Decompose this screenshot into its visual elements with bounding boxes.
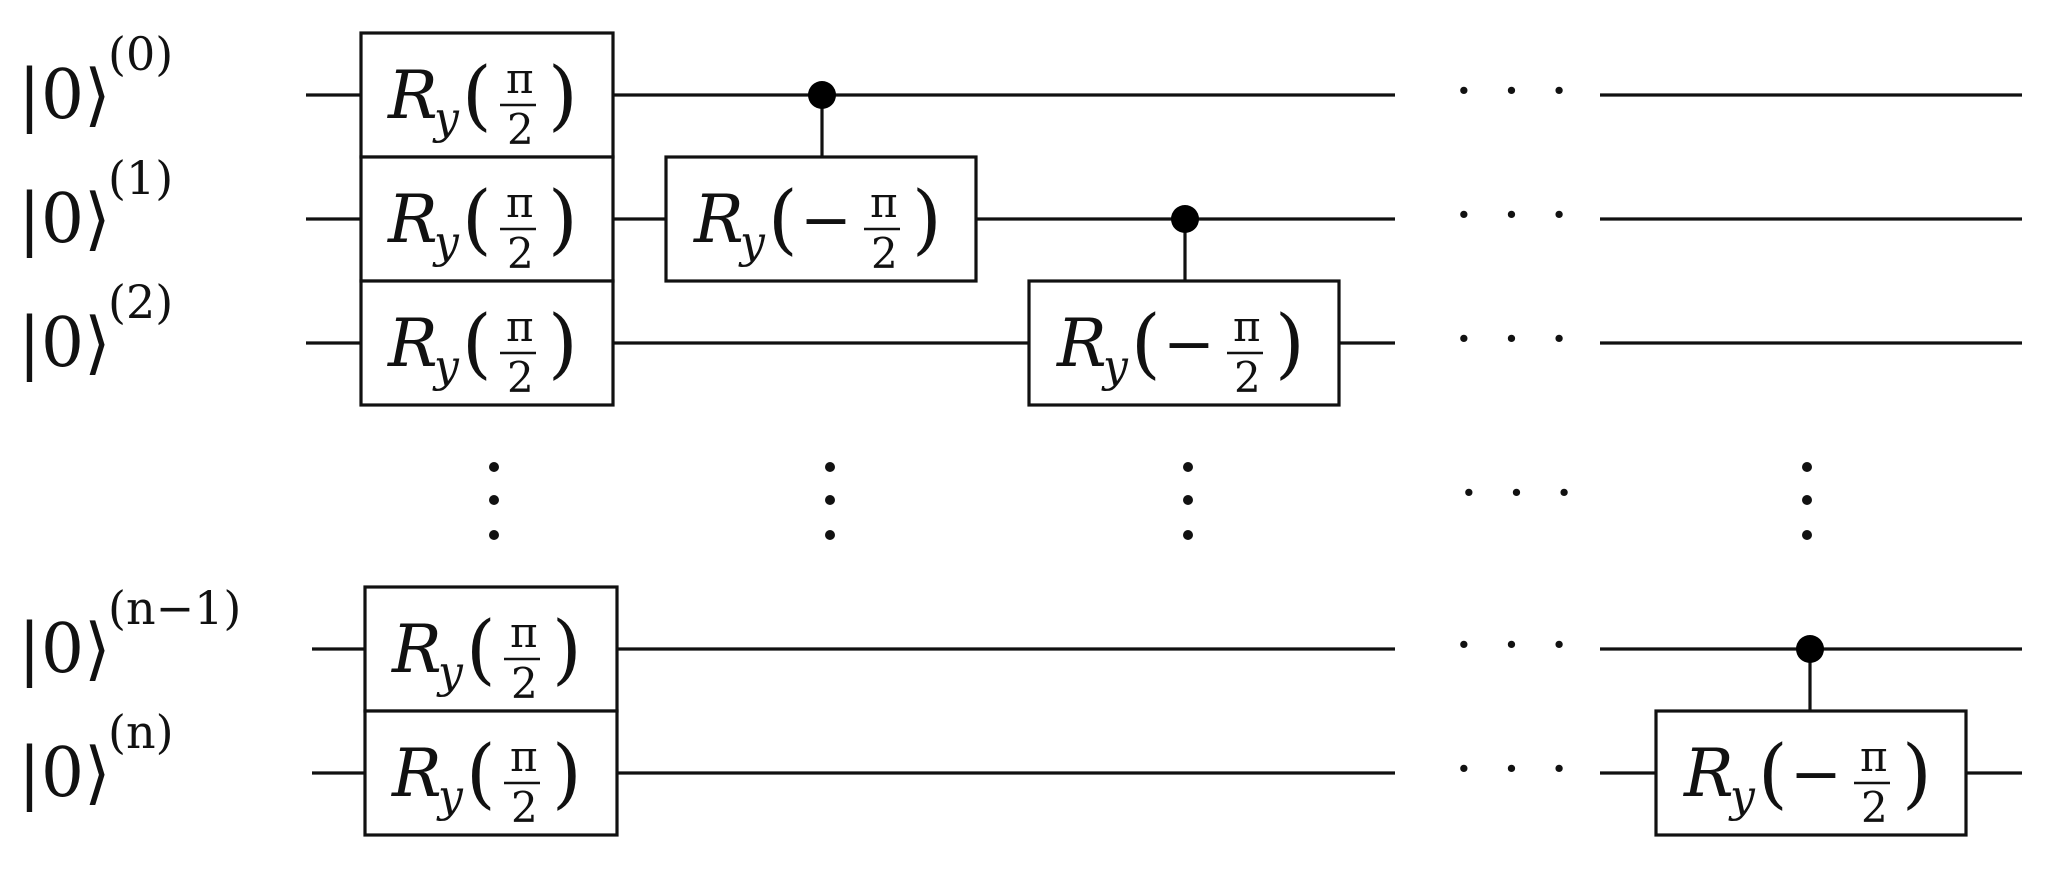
svg-text:y: y <box>436 771 464 822</box>
svg-text:): ) <box>552 728 582 817</box>
gate-ry-pos-0-label: R y ( π 2 ) <box>387 50 578 154</box>
svg-text:2: 2 <box>1861 783 1888 832</box>
svg-text:(: ( <box>462 174 492 263</box>
vdots-column-2 <box>825 462 835 540</box>
svg-text:π: π <box>510 608 538 657</box>
svg-text:R: R <box>1056 305 1107 382</box>
gate-ry-pos-n: R y ( π 2 ) <box>363 709 619 837</box>
svg-text:): ) <box>552 604 582 693</box>
svg-text:(: ( <box>466 604 496 693</box>
qubit-label-0: |0⟩ (0) <box>18 27 173 135</box>
svg-text:(: ( <box>466 728 496 817</box>
qubit-index-3: (n−1) <box>108 581 241 635</box>
qubit-state-4: |0⟩ <box>18 734 111 813</box>
qubit-label-1: |0⟩ (1) <box>18 151 173 259</box>
svg-text:(: ( <box>1758 728 1788 817</box>
control-1-to-2 <box>1171 205 1199 281</box>
svg-text:−: − <box>1163 307 1215 380</box>
ellipsis-row-n-1: · · · <box>1455 613 1574 678</box>
gate-ry-pos-2-label: R y ( π 2 ) <box>387 298 578 402</box>
control-0-to-1 <box>808 81 836 157</box>
qubit-label-n-1: |0⟩ (n−1) <box>18 581 241 689</box>
svg-text:π: π <box>506 54 534 103</box>
svg-text:y: y <box>1101 341 1129 392</box>
svg-text:): ) <box>548 298 578 387</box>
svg-text:2: 2 <box>507 105 534 154</box>
svg-text:(: ( <box>768 174 798 263</box>
svg-text:π: π <box>870 178 898 227</box>
vdots-column-3 <box>1183 462 1193 540</box>
qubit-label-2: |0⟩ (2) <box>18 275 173 383</box>
gate-ry-neg-2-label: R y ( − π 2 ) <box>1056 298 1305 402</box>
svg-text:y: y <box>1728 771 1756 822</box>
gate-ry-pos-n-1: R y ( π 2 ) <box>363 585 619 713</box>
svg-text:): ) <box>1275 298 1305 387</box>
gate-ry-neg-n: R y ( − π 2 ) <box>1654 709 1968 837</box>
gate-ry-pos-0: R y ( π 2 ) <box>359 31 615 159</box>
vdots-column-1 <box>489 462 499 540</box>
qubit-label-n: |0⟩ (n) <box>18 705 174 813</box>
svg-text:2: 2 <box>511 783 538 832</box>
svg-text:(: ( <box>462 298 492 387</box>
svg-text:): ) <box>912 174 942 263</box>
svg-text:R: R <box>387 181 438 258</box>
svg-text:y: y <box>436 647 464 698</box>
svg-text:2: 2 <box>507 353 534 402</box>
ellipsis-row-0: · · · <box>1455 59 1574 124</box>
svg-text:π: π <box>506 302 534 351</box>
svg-text:y: y <box>432 341 460 392</box>
svg-text:π: π <box>506 178 534 227</box>
svg-text:R: R <box>1683 735 1734 812</box>
svg-text:2: 2 <box>1234 353 1261 402</box>
svg-text:): ) <box>548 174 578 263</box>
svg-text:R: R <box>391 611 442 688</box>
ellipsis-row-2: · · · <box>1455 307 1574 372</box>
gate-ry-neg-1-label: R y ( − π 2 ) <box>693 174 942 278</box>
control-n-1-to-n <box>1796 635 1824 711</box>
gate-ry-pos-n-label: R y ( π 2 ) <box>391 728 582 832</box>
gate-ry-neg-1: R y ( − π 2 ) <box>664 155 978 283</box>
gate-ry-pos-2: R y ( π 2 ) <box>359 279 615 407</box>
svg-text:(: ( <box>462 50 492 139</box>
ellipsis-row-1: · · · <box>1455 183 1574 248</box>
qubit-state-1: |0⟩ <box>18 180 111 259</box>
control-dot-0 <box>808 81 836 109</box>
qubit-index-2: (2) <box>108 275 173 329</box>
gate-ry-neg-2: R y ( − π 2 ) <box>1027 279 1341 407</box>
svg-text:π: π <box>1233 302 1261 351</box>
svg-text:R: R <box>391 735 442 812</box>
svg-text:y: y <box>738 217 766 268</box>
svg-text:R: R <box>387 305 438 382</box>
svg-text:y: y <box>432 93 460 144</box>
ellipsis-row-n: · · · <box>1455 737 1574 802</box>
qubit-state-0: |0⟩ <box>18 56 111 135</box>
svg-text:2: 2 <box>511 659 538 708</box>
gate-ry-neg-n-label: R y ( − π 2 ) <box>1683 728 1932 832</box>
qubit-state-3: |0⟩ <box>18 610 111 689</box>
svg-text:−: − <box>800 183 852 256</box>
qubit-index-4: (n) <box>108 705 174 759</box>
qubit-index-0: (0) <box>108 27 173 81</box>
qubit-state-2: |0⟩ <box>18 304 111 383</box>
svg-text:π: π <box>510 732 538 781</box>
svg-text:π: π <box>1860 732 1888 781</box>
svg-text:): ) <box>548 50 578 139</box>
gate-ry-pos-1: R y ( π 2 ) <box>359 155 615 283</box>
ellipsis-middle: · · · <box>1460 461 1579 526</box>
gate-ry-pos-1-label: R y ( π 2 ) <box>387 174 578 278</box>
svg-text:R: R <box>693 181 744 258</box>
svg-text:2: 2 <box>871 229 898 278</box>
svg-text:R: R <box>387 57 438 134</box>
svg-text:y: y <box>432 217 460 268</box>
svg-text:2: 2 <box>507 229 534 278</box>
vdots-column-4 <box>1802 462 1812 540</box>
svg-text:(: ( <box>1131 298 1161 387</box>
control-dot-n-1 <box>1796 635 1824 663</box>
svg-text:): ) <box>1902 728 1932 817</box>
control-dot-1 <box>1171 205 1199 233</box>
svg-text:−: − <box>1790 737 1842 810</box>
gate-ry-pos-n-1-label: R y ( π 2 ) <box>391 604 582 708</box>
qubit-index-1: (1) <box>108 151 173 205</box>
